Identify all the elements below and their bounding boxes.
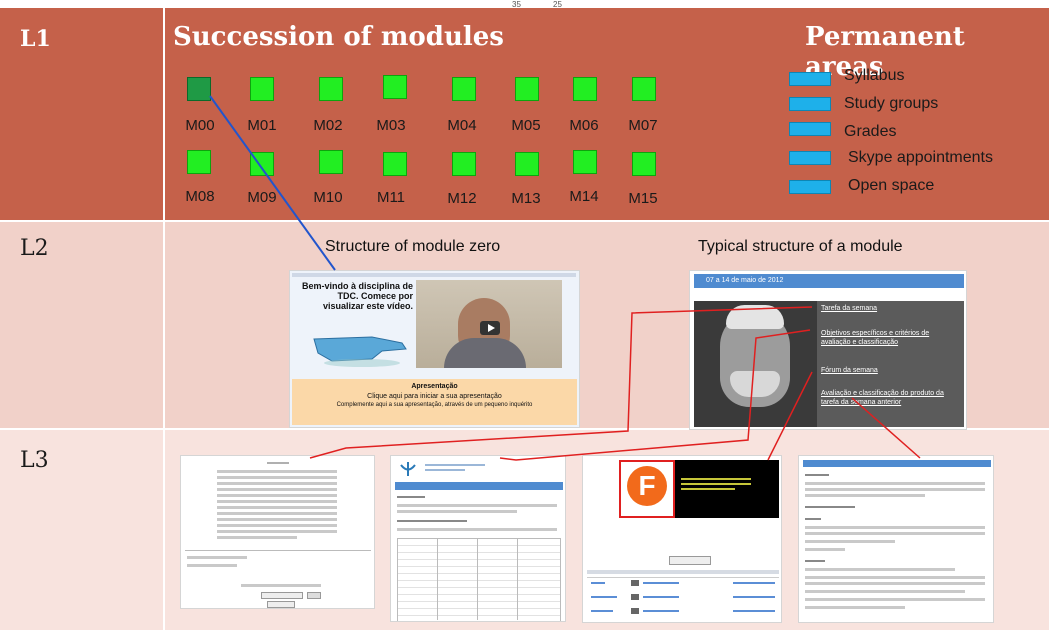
l3-evaluation-page-thumbnail <box>798 455 994 623</box>
apresentacao-title: Apresentação <box>411 383 458 390</box>
apresentacao-line-2[interactable]: Complemente aqui a sua apresentação, atr… <box>336 402 533 408</box>
module-label-m06: M06 <box>569 117 599 134</box>
module-square-m13[interactable] <box>515 152 539 176</box>
module-label-m12: M12 <box>447 190 477 207</box>
criteria-table <box>397 538 561 621</box>
level-label-l1: L1 <box>20 26 51 52</box>
typical-module-title: Typical structure of a module <box>698 238 903 255</box>
link-objetivos[interactable]: Objetivos específicos e critérios de ava… <box>821 330 930 346</box>
module-square-m14[interactable] <box>573 150 597 174</box>
level-label-l2: L2 <box>20 236 49 261</box>
module-square-m03[interactable] <box>383 75 407 99</box>
grades-bar[interactable] <box>789 122 831 136</box>
level-1-band <box>0 8 1049 220</box>
pointing-hand-icon <box>313 336 407 367</box>
module-zero-screenshot: Bem-vindo à disciplina de TDC. Comece po… <box>289 270 580 428</box>
module-label-m14: M14 <box>569 188 599 205</box>
university-logo-icon <box>400 462 416 476</box>
module-square-m00[interactable] <box>187 77 211 101</box>
link-forum-semana[interactable]: Fórum da semana <box>821 367 878 374</box>
module-label-m04: M04 <box>447 117 477 134</box>
module-label-m11: M11 <box>376 189 406 206</box>
skype-appointments-bar[interactable] <box>789 151 831 165</box>
red-connector-forum <box>767 371 813 461</box>
week-links-panel: Tarefa da semana Objetivos específicos e… <box>817 301 964 427</box>
module-square-m10[interactable] <box>319 150 343 174</box>
open-space-bar[interactable] <box>789 180 831 194</box>
apresentacao-panel: Apresentação Clique aqui para iniciar a … <box>292 379 577 425</box>
forum-f-logo-icon: F <box>627 466 667 506</box>
module-label-m07: M07 <box>628 117 658 134</box>
red-connector-objectives <box>499 329 811 461</box>
module-zero-title: Structure of module zero <box>325 238 501 255</box>
module-label-m02: M02 <box>313 117 343 134</box>
typical-module-screenshot: 07 a 14 de maio de 2012 Tarefa da semana… <box>689 270 967 430</box>
module-square-m02[interactable] <box>319 77 343 101</box>
band-divider-2 <box>0 428 1049 430</box>
module-label-m10: M10 <box>313 189 343 206</box>
module-label-m13: M13 <box>511 190 541 207</box>
module-square-m06[interactable] <box>573 77 597 101</box>
red-connector-task <box>309 306 813 459</box>
module-square-m05[interactable] <box>515 77 539 101</box>
link-avaliacao[interactable]: Avaliação e classificação do produto da … <box>821 390 944 406</box>
l3-forum-page-thumbnail: F <box>582 455 782 623</box>
perm-label-study-groups: Study groups <box>844 95 939 112</box>
module-label-m00: M00 <box>185 117 215 134</box>
intro-video[interactable] <box>416 280 562 368</box>
link-tarefa-semana[interactable]: Tarefa da semana <box>821 305 878 312</box>
succession-title: Succession of modules <box>173 22 504 52</box>
study-groups-bar[interactable] <box>789 97 831 111</box>
module-square-m15[interactable] <box>632 152 656 176</box>
week-header: 07 a 14 de maio de 2012 <box>694 274 964 288</box>
module-square-m11[interactable] <box>383 152 407 176</box>
module-label-m05: M05 <box>511 117 541 134</box>
module-label-m01: M01 <box>247 117 277 134</box>
module-label-m09: M09 <box>247 189 277 206</box>
band-divider-1 <box>0 220 1049 222</box>
blue-connector-m00 <box>209 95 336 271</box>
perm-label-open-space: Open space <box>848 177 935 194</box>
module-square-m07[interactable] <box>632 77 656 101</box>
module-square-m12[interactable] <box>452 152 476 176</box>
perm-label-grades: Grades <box>844 123 897 140</box>
module-zero-topbar <box>292 273 576 277</box>
apresentacao-line-1[interactable]: Clique aqui para iniciar a sua apresenta… <box>367 393 502 400</box>
module-square-m01[interactable] <box>250 77 274 101</box>
module-label-m03: M03 <box>376 117 406 134</box>
forum-button[interactable] <box>669 556 711 565</box>
syllabus-bar[interactable] <box>789 72 831 86</box>
level-label-l3: L3 <box>20 448 49 473</box>
module-square-m08[interactable] <box>187 150 211 174</box>
l3-task-page-thumbnail <box>180 455 375 609</box>
welcome-text: Bem-vindo à disciplina de TDC. Comece po… <box>301 281 413 311</box>
perm-label-skype-appointments: Skype appointments <box>848 149 993 166</box>
module-label-m08: M08 <box>185 188 215 205</box>
red-connector-evaluation <box>851 397 921 459</box>
perm-label-syllabus: Syllabus <box>844 67 905 84</box>
module-label-m15: M15 <box>628 190 658 207</box>
video-person-shirt <box>444 338 526 368</box>
top-tick-2: 25 <box>553 0 562 9</box>
label-column-divider <box>163 8 165 630</box>
l3-objectives-page-thumbnail <box>390 455 566 622</box>
module-square-m04[interactable] <box>452 77 476 101</box>
top-tick-1: 35 <box>512 0 521 9</box>
